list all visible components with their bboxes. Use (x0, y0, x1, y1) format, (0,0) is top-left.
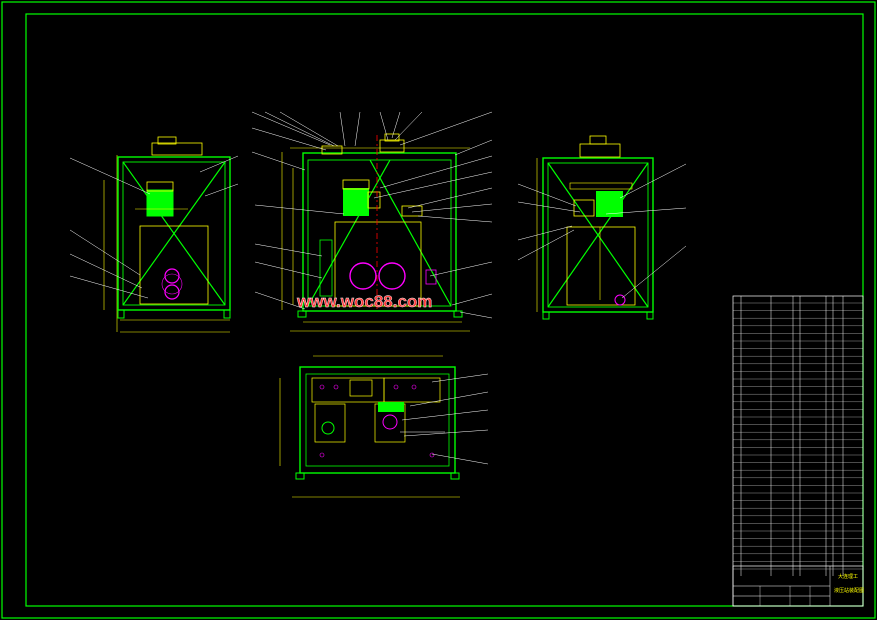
title-block-title: 大连理工 (838, 573, 858, 580)
top-view (279, 355, 489, 498)
motor (596, 191, 623, 217)
motor (146, 189, 174, 217)
watermark: www.woc88.com (296, 292, 432, 311)
motor (343, 188, 369, 216)
right-side-view (517, 135, 687, 320)
title-block-subtitle: 液压站装配图 (834, 587, 864, 594)
front-view (251, 111, 493, 332)
left-side-view (69, 136, 239, 333)
parts-list: 大连理工 液压站装配图 (732, 295, 864, 607)
